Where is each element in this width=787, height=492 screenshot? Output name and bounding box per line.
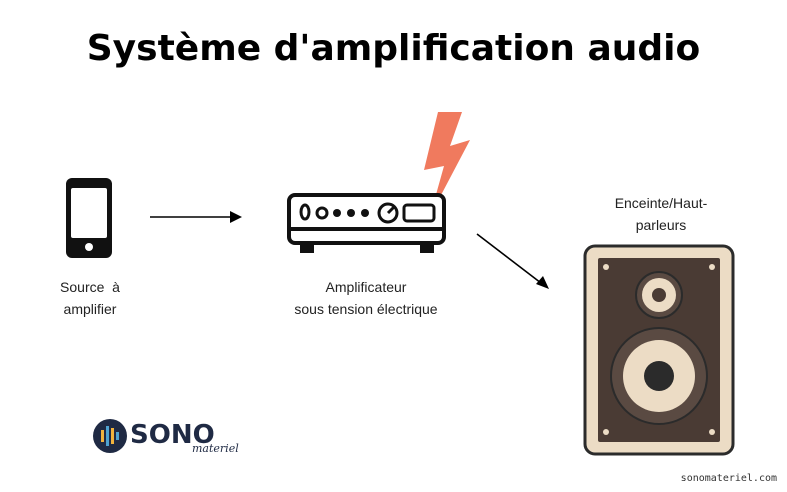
amplifier-label: Amplificateur sous tension électrique (266, 276, 466, 320)
speaker-label-line2: parleurs (635, 217, 687, 233)
speaker-label-line1: Enceinte/Haut- (614, 195, 708, 211)
amplifier-label-line1: Amplificateur (325, 279, 407, 295)
logo-text: SONO (130, 420, 215, 450)
arrow-source-to-amplifier (150, 211, 242, 223)
source-label: Source à amplifier (40, 276, 140, 320)
speaker-label: Enceinte/Haut- parleurs (596, 192, 726, 236)
brand-logo: SONO materiel (88, 412, 248, 460)
smartphone-icon (66, 178, 112, 258)
speaker-icon (583, 244, 735, 456)
source-label-line1: Source à (60, 279, 120, 295)
amplifier-icon (287, 193, 446, 253)
logo-subtext: materiel (192, 442, 239, 455)
footer-url: sonomateriel.com (680, 473, 777, 484)
logo-mark-icon (93, 419, 127, 453)
arrow-amplifier-to-speaker (476, 233, 549, 289)
page-title: Système d'amplification audio (86, 28, 701, 69)
lightning-icon (424, 112, 470, 216)
source-label-line2: amplifier (63, 301, 117, 317)
amplifier-label-line2: sous tension électrique (294, 301, 438, 317)
